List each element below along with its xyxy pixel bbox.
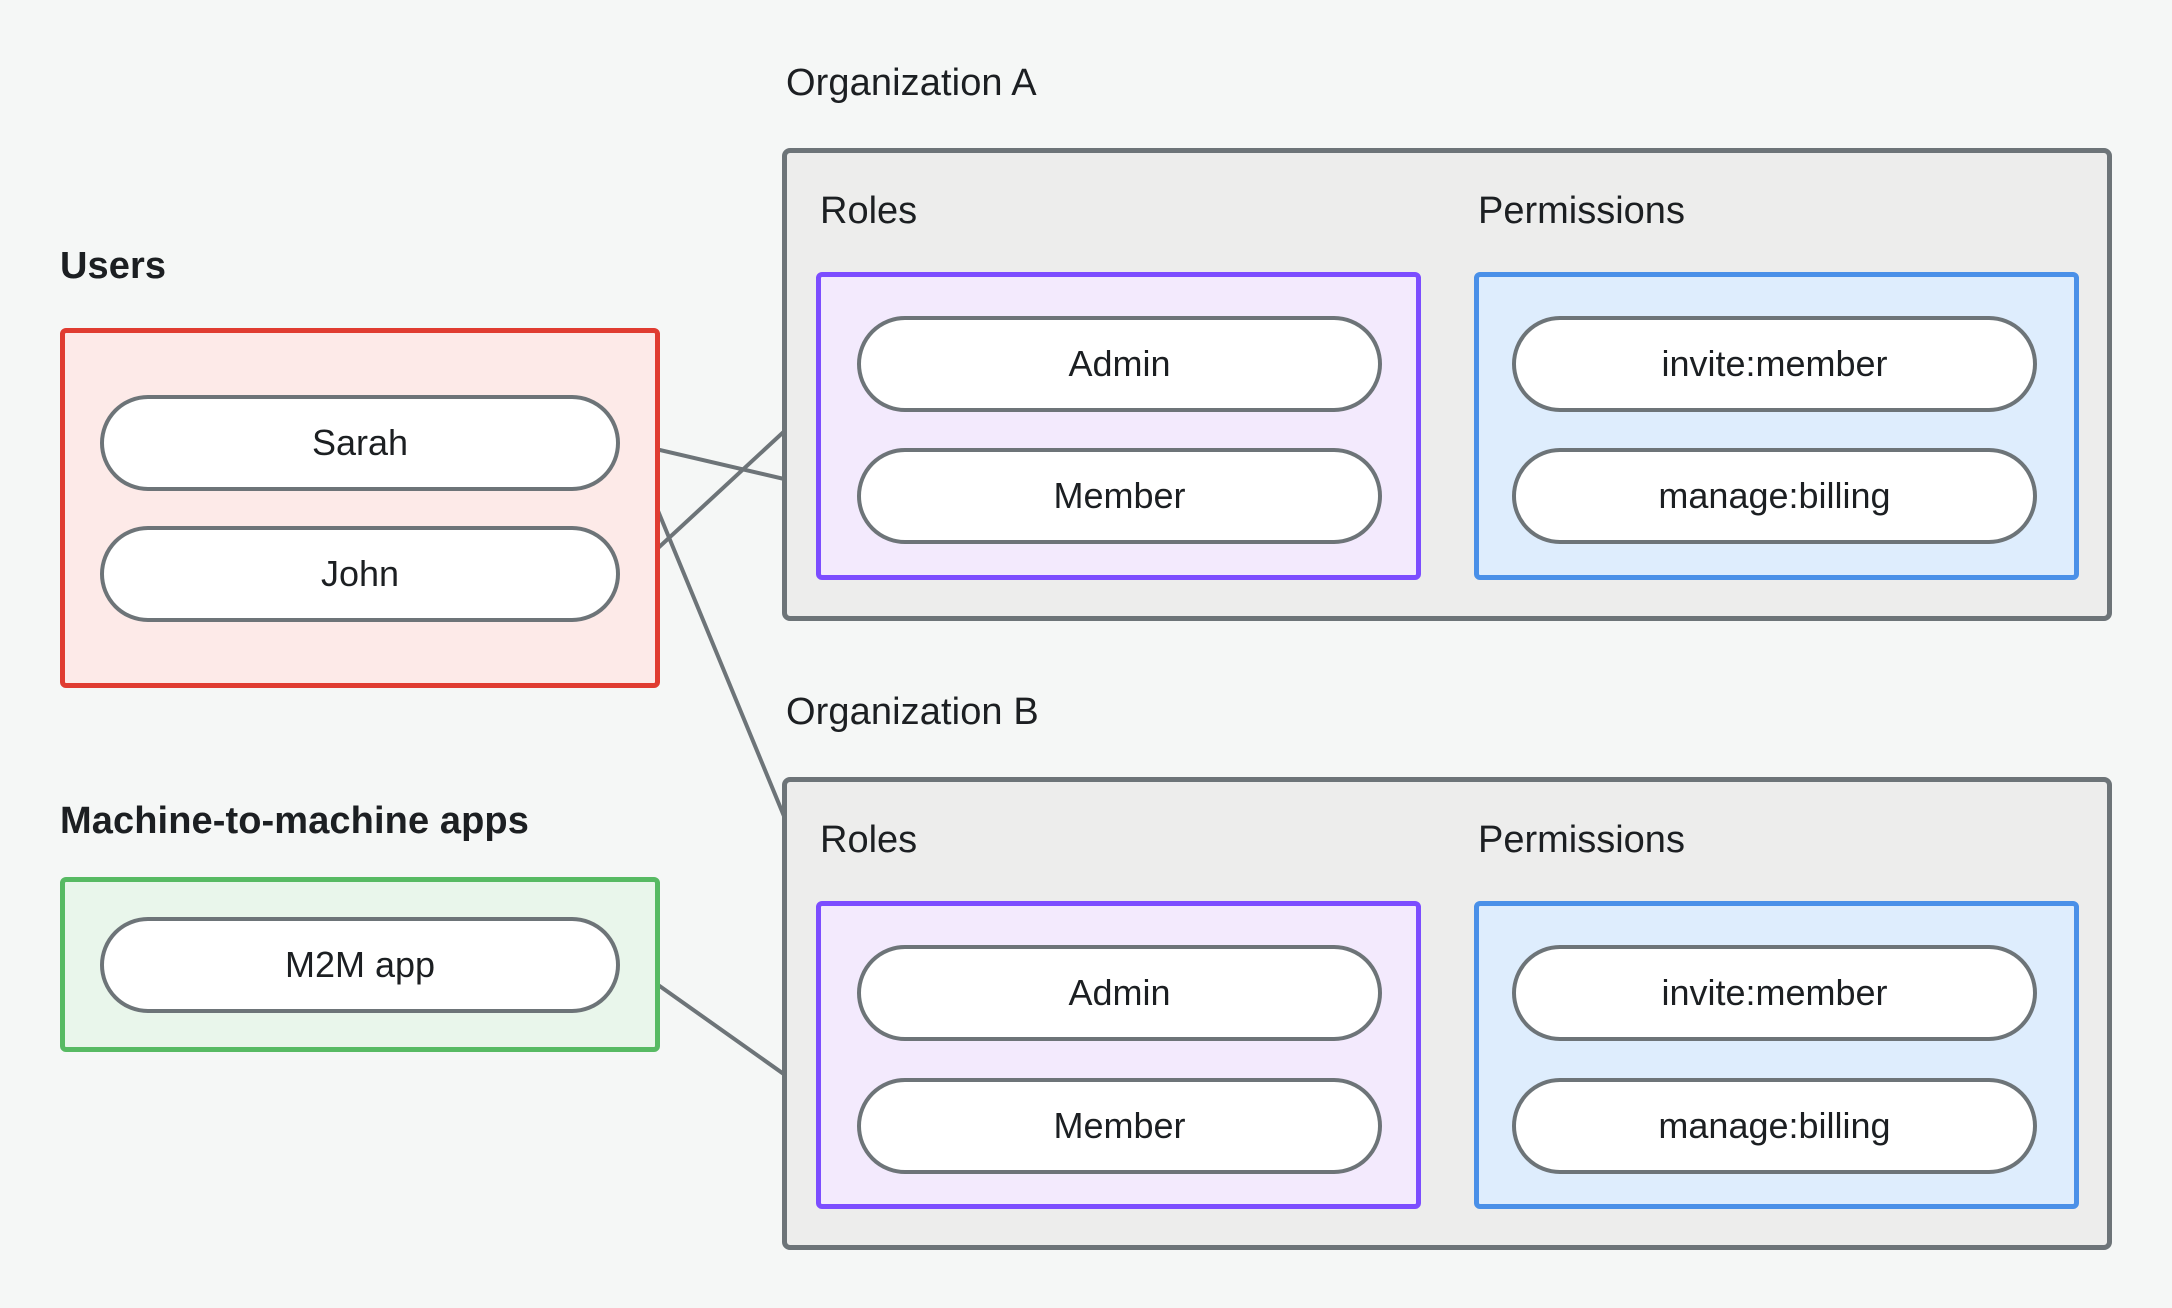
org-a-title: Organization A	[786, 62, 1037, 104]
users-group-label: Users	[60, 245, 167, 287]
org-a-permission-pill-manage-billing[interactable]: manage:billing	[1512, 448, 2037, 544]
org-a-roles-title: Roles	[820, 190, 918, 232]
m2m-pill-app[interactable]: M2M app	[100, 917, 620, 1013]
org-a-role-pill-member[interactable]: Member	[857, 448, 1382, 544]
org-b-roles-title: Roles	[820, 819, 918, 861]
org-b-permissions-title: Permissions	[1478, 819, 1685, 861]
org-b-title: Organization B	[786, 691, 1039, 733]
m2m-group-label: Machine-to-machine apps	[60, 800, 529, 842]
user-pill-sarah[interactable]: Sarah	[100, 395, 620, 491]
org-b-role-pill-admin[interactable]: Admin	[857, 945, 1382, 1041]
org-a-role-pill-admin[interactable]: Admin	[857, 316, 1382, 412]
org-b-role-pill-member[interactable]: Member	[857, 1078, 1382, 1174]
org-a-permissions-title: Permissions	[1478, 190, 1685, 232]
org-b-permission-pill-manage-billing[interactable]: manage:billing	[1512, 1078, 2037, 1174]
org-a-permission-pill-invite-member[interactable]: invite:member	[1512, 316, 2037, 412]
user-pill-john[interactable]: John	[100, 526, 620, 622]
org-b-permission-pill-invite-member[interactable]: invite:member	[1512, 945, 2037, 1041]
users-container	[60, 328, 660, 688]
